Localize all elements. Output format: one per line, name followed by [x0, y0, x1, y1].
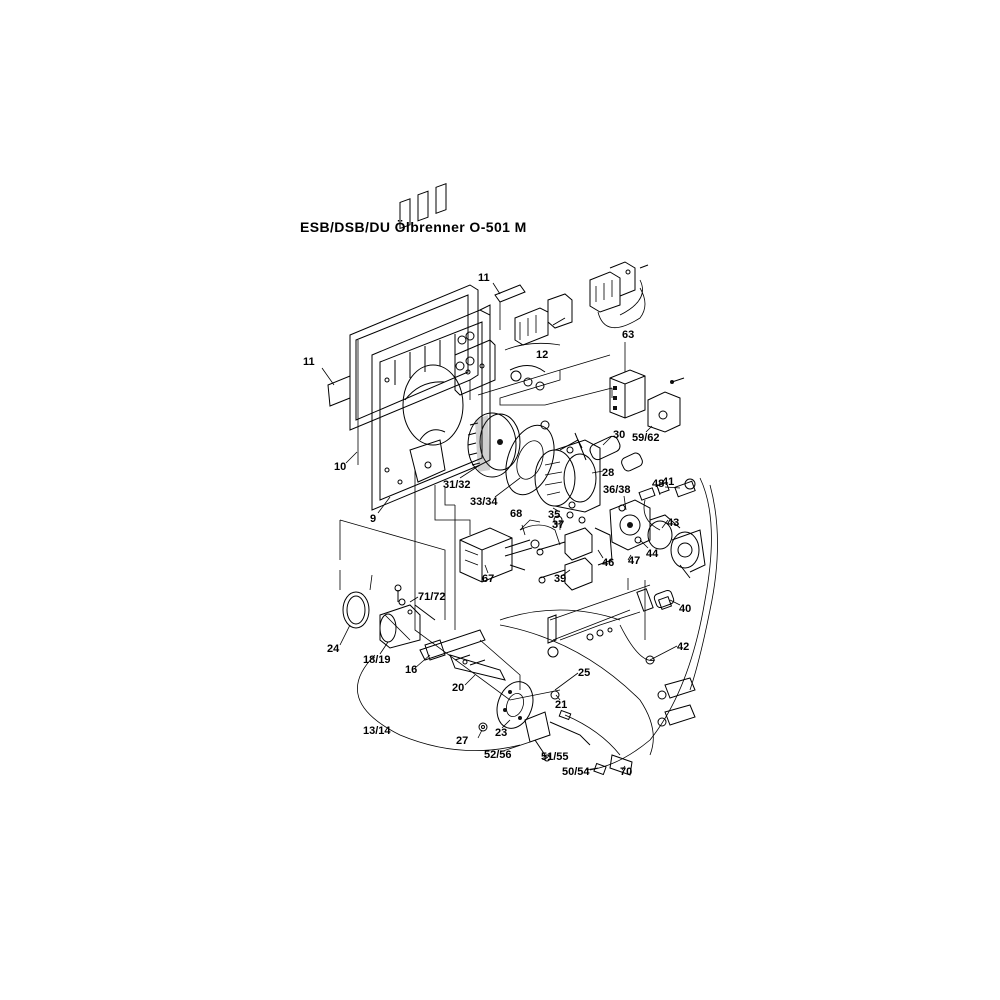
- terminal-strip: [514, 261, 649, 346]
- label-51-55: 51/55: [541, 751, 569, 763]
- flame-tube-outline: [339, 519, 446, 620]
- electrode-holder: [536, 511, 613, 591]
- label-16: 16: [405, 664, 417, 676]
- page-title: ESB/DSB/DU Ölbrenner O-501 M: [300, 219, 527, 235]
- label-63: 63: [622, 329, 634, 341]
- leader-lines: [321, 282, 681, 771]
- ignition-transformer: [459, 524, 561, 583]
- nozzle-tube: [419, 629, 521, 690]
- label-59-62: 59/62: [632, 432, 660, 444]
- label-12: 12: [536, 349, 548, 361]
- small-fittings: [478, 690, 633, 776]
- label-13-14: 13/14: [363, 725, 391, 737]
- label-50-54: 50/54: [562, 766, 590, 778]
- label-25: 25: [578, 667, 590, 679]
- mounting-bracket: [454, 284, 526, 396]
- ignition-cable: [519, 519, 541, 531]
- label-48: 48: [652, 478, 664, 490]
- label-9: 9: [370, 513, 376, 525]
- label-11-left: 11: [303, 356, 315, 368]
- label-10: 10: [334, 461, 346, 473]
- label-67: 67: [482, 573, 494, 585]
- electrode-line: [547, 578, 654, 658]
- label-39: 39: [554, 573, 566, 585]
- label-52-56: 52/56: [484, 749, 512, 761]
- air-cone: [379, 584, 436, 649]
- label-46: 46: [602, 557, 614, 569]
- left-bracket: [327, 375, 351, 407]
- label-28: 28: [602, 467, 614, 479]
- air-disc: [505, 420, 555, 496]
- label-68: 68: [510, 508, 522, 520]
- label-41: 41: [662, 476, 674, 488]
- label-18-19: 18/19: [363, 654, 391, 666]
- label-33-34: 33/34: [470, 496, 498, 508]
- motor: [534, 439, 601, 513]
- label-35: 35: [548, 509, 560, 521]
- flame-tube-ring: [339, 570, 373, 629]
- label-70: 70: [620, 766, 632, 778]
- label-43: 43: [667, 517, 679, 529]
- screw-12: [509, 365, 546, 391]
- label-31-32: 31/32: [443, 479, 471, 491]
- cable-loop: [357, 654, 521, 751]
- label-27: 27: [456, 735, 468, 747]
- label-23: 23: [495, 727, 507, 739]
- label-71-72: 71/72: [418, 591, 446, 603]
- burner-housing: [349, 182, 491, 511]
- label-11-top: 11: [478, 272, 490, 284]
- wiring-loop: [414, 470, 561, 701]
- label-40: 40: [679, 603, 691, 615]
- oil-hose: [589, 477, 712, 771]
- capacitor: [574, 432, 643, 472]
- label-37: 37: [552, 519, 564, 531]
- label-47: 47: [628, 555, 640, 567]
- label-21: 21: [555, 699, 567, 711]
- label-20: 20: [452, 682, 464, 694]
- wiring: [477, 354, 613, 406]
- fan-wheel: [467, 412, 521, 478]
- ignition-disk: [496, 681, 534, 729]
- label-24: 24: [327, 643, 340, 655]
- label-44: 44: [646, 548, 659, 560]
- label-36-38: 36/38: [603, 484, 631, 496]
- label-42: 42: [677, 641, 689, 653]
- control-box: [609, 369, 685, 433]
- label-30: 30: [613, 429, 625, 441]
- nozzle-parts: [619, 589, 696, 727]
- part-labels: 11 11 12 63 10 9 30 59/62 28 31/32 33/34…: [303, 272, 691, 778]
- oil-pump: [609, 478, 706, 579]
